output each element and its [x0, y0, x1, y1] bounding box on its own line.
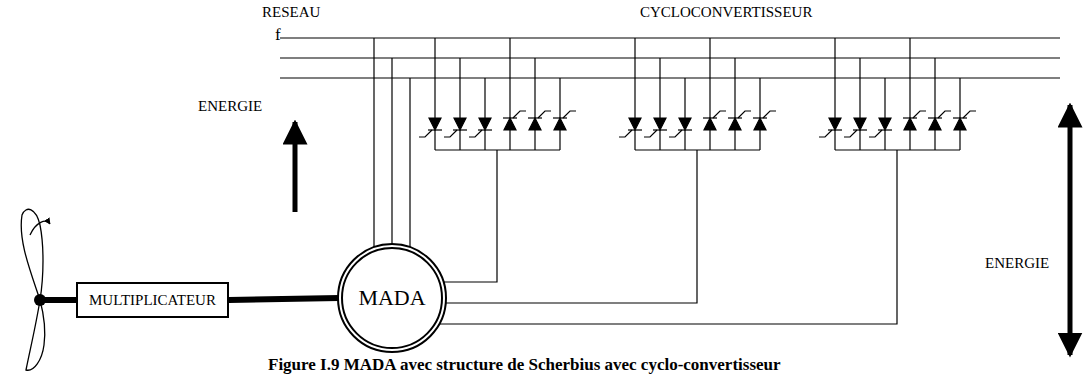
node-text: MADA: [358, 285, 425, 311]
rotor-wires: [400, 150, 897, 324]
thyristor-symbol: [728, 58, 751, 150]
thyristor-symbol: [419, 38, 442, 150]
energy-label: ENERGIE: [985, 255, 1049, 272]
thyristor-symbol: [528, 58, 551, 150]
thyristor-symbol: [444, 58, 467, 150]
thyristor-symbol: [644, 58, 667, 150]
shaft: [40, 297, 76, 303]
thyristor-symbol: [903, 38, 926, 150]
machine-circle: MADA: [337, 243, 447, 353]
frequency-label: f: [275, 26, 281, 45]
energy-arrow: [1068, 105, 1073, 355]
thyristor-symbol: [553, 78, 576, 150]
output-bar: [435, 149, 560, 150]
output-bar: [835, 149, 960, 150]
thyristor-symbol: [844, 58, 867, 150]
node-text: MULTIPLICATEUR: [89, 292, 216, 309]
converter-label: CYCLOCONVERTISSEUR: [640, 4, 812, 21]
thyristor-symbol: [819, 38, 842, 150]
thyristor-symbol: [469, 78, 492, 150]
energy-label: ENERGIE: [198, 98, 262, 115]
thyristor-symbol: [503, 38, 526, 150]
figure-caption: Figure I.9 MADA avec structure de Scherb…: [268, 356, 781, 375]
thyristor-symbol: [753, 78, 776, 150]
thyristor-symbol: [619, 38, 642, 150]
thyristors: [419, 38, 976, 150]
network-label: RESEAU: [262, 4, 320, 21]
thyristor-symbol: [669, 78, 692, 150]
energy-arrow: [293, 122, 298, 212]
thyristor-symbol: [703, 38, 726, 150]
shaft-connector: [229, 298, 339, 300]
thyristor-symbol: [928, 58, 951, 150]
connectors: [229, 298, 339, 300]
gearbox-box: MULTIPLICATEUR: [76, 282, 229, 318]
grid-bus: [280, 38, 1060, 78]
thyristor-symbol: [869, 78, 892, 150]
output-bar: [635, 149, 760, 150]
wind-turbine: [21, 209, 50, 370]
thyristor-symbol: [953, 78, 976, 150]
